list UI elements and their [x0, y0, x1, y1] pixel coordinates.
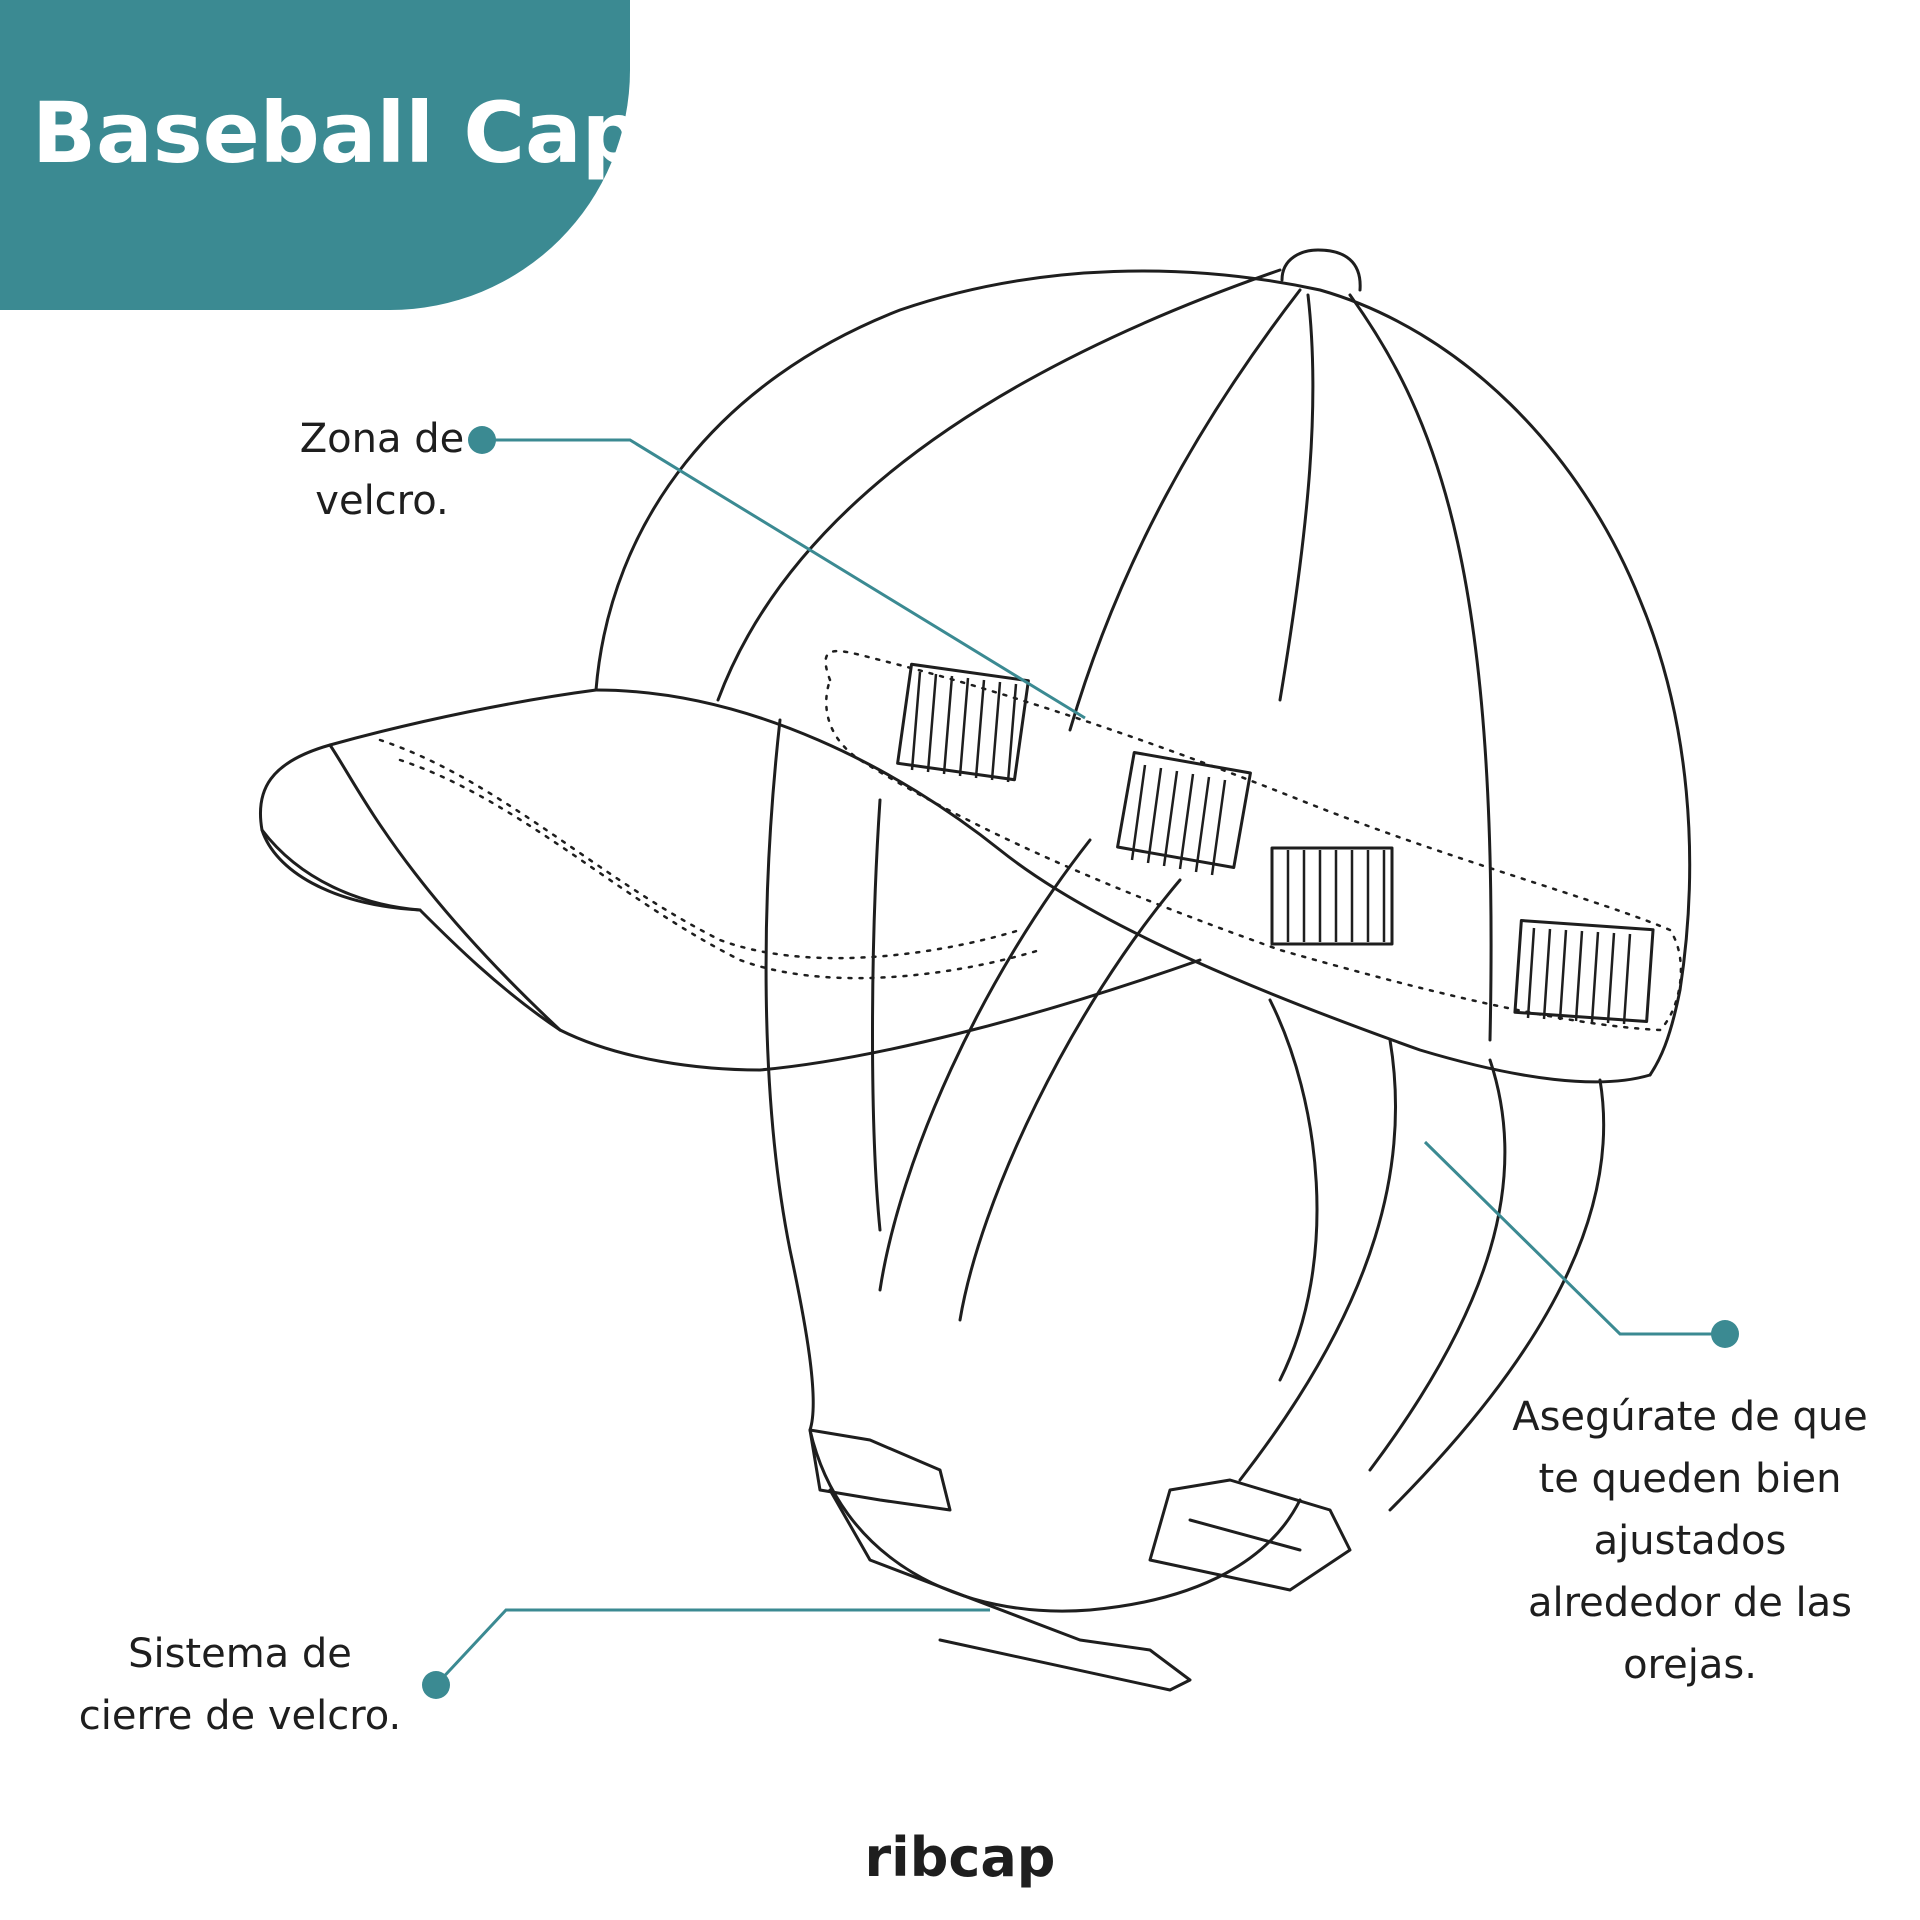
- callout-velcro-closure: Sistema de cierre de velcro.: [60, 1623, 420, 1747]
- buckle-right: [1148, 1478, 1352, 1592]
- velcro-patch: [1270, 846, 1394, 946]
- callout-text: orejas.: [1623, 1642, 1757, 1688]
- callout-dot: [422, 1671, 450, 1699]
- strap-left: [878, 838, 1092, 1292]
- callout-line-closure: [434, 1608, 990, 1687]
- brand-logo-text: ribcap: [864, 1826, 1056, 1889]
- strap-left: [764, 718, 815, 1432]
- callout-ears-fit: Asegúrate de que te queden bien ajustado…: [1485, 1386, 1895, 1696]
- buckle-left: [808, 1428, 952, 1512]
- velcro-hatching: [1130, 764, 1227, 876]
- callout-text: velcro.: [315, 478, 449, 524]
- crown-seam: [1348, 293, 1493, 1042]
- velcro-hatching: [1286, 850, 1386, 942]
- crown-seam: [1278, 293, 1315, 702]
- callout-velcro-zone: Zona de velcro.: [262, 408, 502, 532]
- title-banner: Baseball Cap: [0, 0, 642, 310]
- velcro-hatching: [910, 671, 1018, 783]
- crown-band: [594, 688, 1652, 1084]
- brim-stitching: [378, 738, 1022, 960]
- velcro-patch: [1116, 750, 1252, 870]
- callout-text: ajustados: [1593, 1518, 1787, 1564]
- strap-loop: [808, 1428, 1302, 1613]
- buckle-right: [1188, 1518, 1302, 1552]
- callout-text: alrededor de las: [1527, 1580, 1852, 1626]
- crown-seam: [716, 268, 1282, 702]
- velcro-patch: [896, 662, 1030, 782]
- brim: [258, 688, 1202, 1072]
- callout-text: Sistema de: [128, 1631, 352, 1677]
- callout-line-ears: [1423, 1140, 1725, 1336]
- callout-text: Zona de: [299, 416, 465, 462]
- strap-right: [1268, 998, 1319, 1382]
- strap-right: [1368, 1058, 1507, 1472]
- velcro-hatching: [1526, 927, 1632, 1025]
- page-title: Baseball Cap: [32, 84, 642, 182]
- callout-text: te queden bien: [1538, 1456, 1842, 1502]
- brim-stitching: [398, 758, 1042, 980]
- brim-edge: [260, 828, 422, 912]
- crown-button: [1280, 248, 1362, 292]
- callout-text: cierre de velcro.: [78, 1693, 402, 1739]
- strap-left: [871, 798, 882, 1232]
- strap-right: [1238, 1038, 1398, 1482]
- crown-seam: [1068, 288, 1302, 732]
- velcro-patch: [1513, 919, 1655, 1023]
- buckle-left: [828, 1488, 1192, 1692]
- strap-right: [1388, 1078, 1606, 1512]
- callout-dot: [468, 426, 496, 454]
- callout-dot: [1711, 1320, 1739, 1348]
- velcro-zone-outline: [824, 649, 1683, 1032]
- strap-left: [958, 878, 1182, 1322]
- callout-line-velcro-zone: [482, 438, 1086, 720]
- crown-outline: [594, 269, 1692, 1077]
- callout-text: Asegúrate de que: [1512, 1394, 1868, 1440]
- brim-under: [328, 743, 562, 1032]
